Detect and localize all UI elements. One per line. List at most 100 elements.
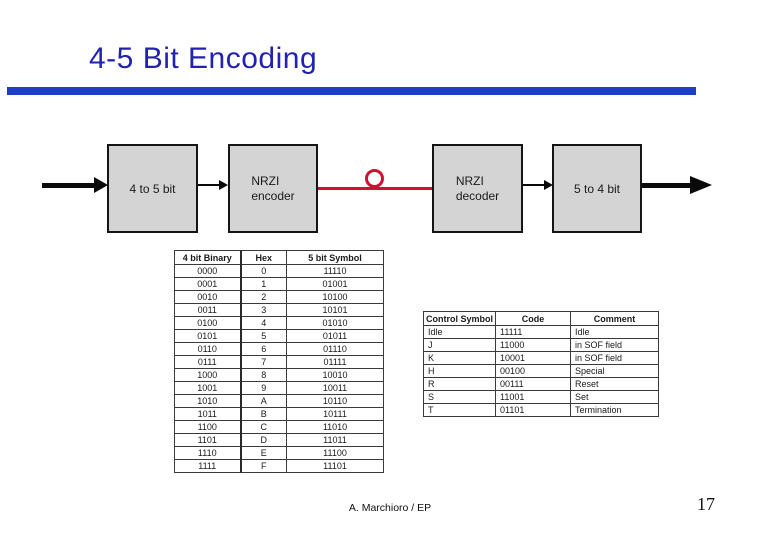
- table-cell: 7: [240, 355, 287, 369]
- block-4-to-5-bit: 4 to 5 bit: [107, 144, 198, 233]
- table-cell: 00100: [495, 364, 571, 378]
- table-cell: 01111: [286, 355, 384, 369]
- block-label: 5 to 4 bit: [573, 181, 621, 196]
- table-cell: Idle: [570, 325, 659, 339]
- table-cell: 5: [240, 329, 287, 343]
- table-cell: E: [240, 446, 287, 460]
- table-cell: Special: [570, 364, 659, 378]
- table-cell: 01101: [495, 403, 571, 417]
- table-cell: Reset: [570, 377, 659, 391]
- table-cell: 10010: [286, 368, 384, 382]
- block-label: 4 to 5 bit: [129, 181, 176, 196]
- block-label-line2: encoder: [251, 188, 295, 203]
- table-cell: 10101: [286, 303, 384, 317]
- table-cell: 1001: [174, 381, 242, 395]
- output-arrow-line: [642, 183, 692, 188]
- table-cell: R: [423, 377, 496, 391]
- table-cell: 4: [240, 316, 287, 330]
- table-cell: Termination: [570, 403, 659, 417]
- table-cell: 1111: [174, 459, 242, 473]
- table-cell: 11000: [495, 338, 571, 352]
- table-cell: F: [240, 459, 287, 473]
- block-label: NRZI encoder: [251, 174, 294, 204]
- table-cell: in SOF field: [570, 338, 659, 352]
- table-cell: 0101: [174, 329, 242, 343]
- input-arrow-line: [42, 183, 96, 188]
- footer-credit: A. Marchioro / EP: [348, 502, 432, 514]
- table-cell: 1000: [174, 368, 242, 382]
- table-cell: 10100: [286, 290, 384, 304]
- table-cell: Idle: [423, 325, 496, 339]
- decoder-arrow-line: [523, 184, 545, 186]
- block-5-to-4-bit: 5 to 4 bit: [552, 144, 642, 233]
- table-cell: B: [240, 407, 287, 421]
- block-label-line2: decoder: [455, 188, 500, 203]
- table-cell: 01110: [286, 342, 384, 356]
- table-cell: 00111: [495, 377, 571, 391]
- column-header: Code: [495, 311, 571, 326]
- decoder-arrow-head-icon: [544, 180, 553, 190]
- block-nrzi-encoder: NRZI encoder: [228, 144, 318, 233]
- table-cell: Set: [570, 390, 659, 404]
- table-cell: 1101: [174, 433, 242, 447]
- table-cell: 10011: [286, 381, 384, 395]
- table-cell: 11011: [286, 433, 384, 447]
- table-cell: 01001: [286, 277, 384, 291]
- table-cell: 9: [240, 381, 287, 395]
- table-cell: 11001: [495, 390, 571, 404]
- table-cell: 11100: [286, 446, 384, 460]
- title-underline-rule: [7, 87, 696, 95]
- page-title: 4-5 Bit Encoding: [89, 42, 318, 75]
- encoder-arrow-line: [198, 184, 220, 186]
- table-cell: 1: [240, 277, 287, 291]
- table-cell: 0010: [174, 290, 242, 304]
- table-cell: 8: [240, 368, 287, 382]
- table-cell: 11101: [286, 459, 384, 473]
- page-number: 17: [697, 494, 715, 514]
- column-header: 4 bit Binary: [174, 250, 242, 265]
- table-cell: K: [423, 351, 496, 365]
- fiber-link-line: [318, 187, 432, 190]
- output-arrow-head-icon: [690, 176, 712, 194]
- table-cell: 11010: [286, 420, 384, 434]
- table-cell: 10111: [286, 407, 384, 421]
- table-cell: 1100: [174, 420, 242, 434]
- table-cell: 1011: [174, 407, 242, 421]
- table-cell: H: [423, 364, 496, 378]
- column-header: Comment: [570, 311, 659, 326]
- table-cell: 0110: [174, 342, 242, 356]
- block-label: NRZI decoder: [456, 174, 499, 204]
- column-header: 5 bit Symbol: [286, 250, 384, 265]
- table-cell: 11111: [495, 325, 571, 339]
- block-label-line1: NRZI: [455, 173, 484, 188]
- encoder-arrow-head-icon: [219, 180, 228, 190]
- table-cell: 0111: [174, 355, 242, 369]
- table-cell: 01011: [286, 329, 384, 343]
- table-cell: T: [423, 403, 496, 417]
- table-cell: 11110: [286, 264, 384, 278]
- table-cell: 0: [240, 264, 287, 278]
- column-header: Control Symbol: [423, 311, 496, 326]
